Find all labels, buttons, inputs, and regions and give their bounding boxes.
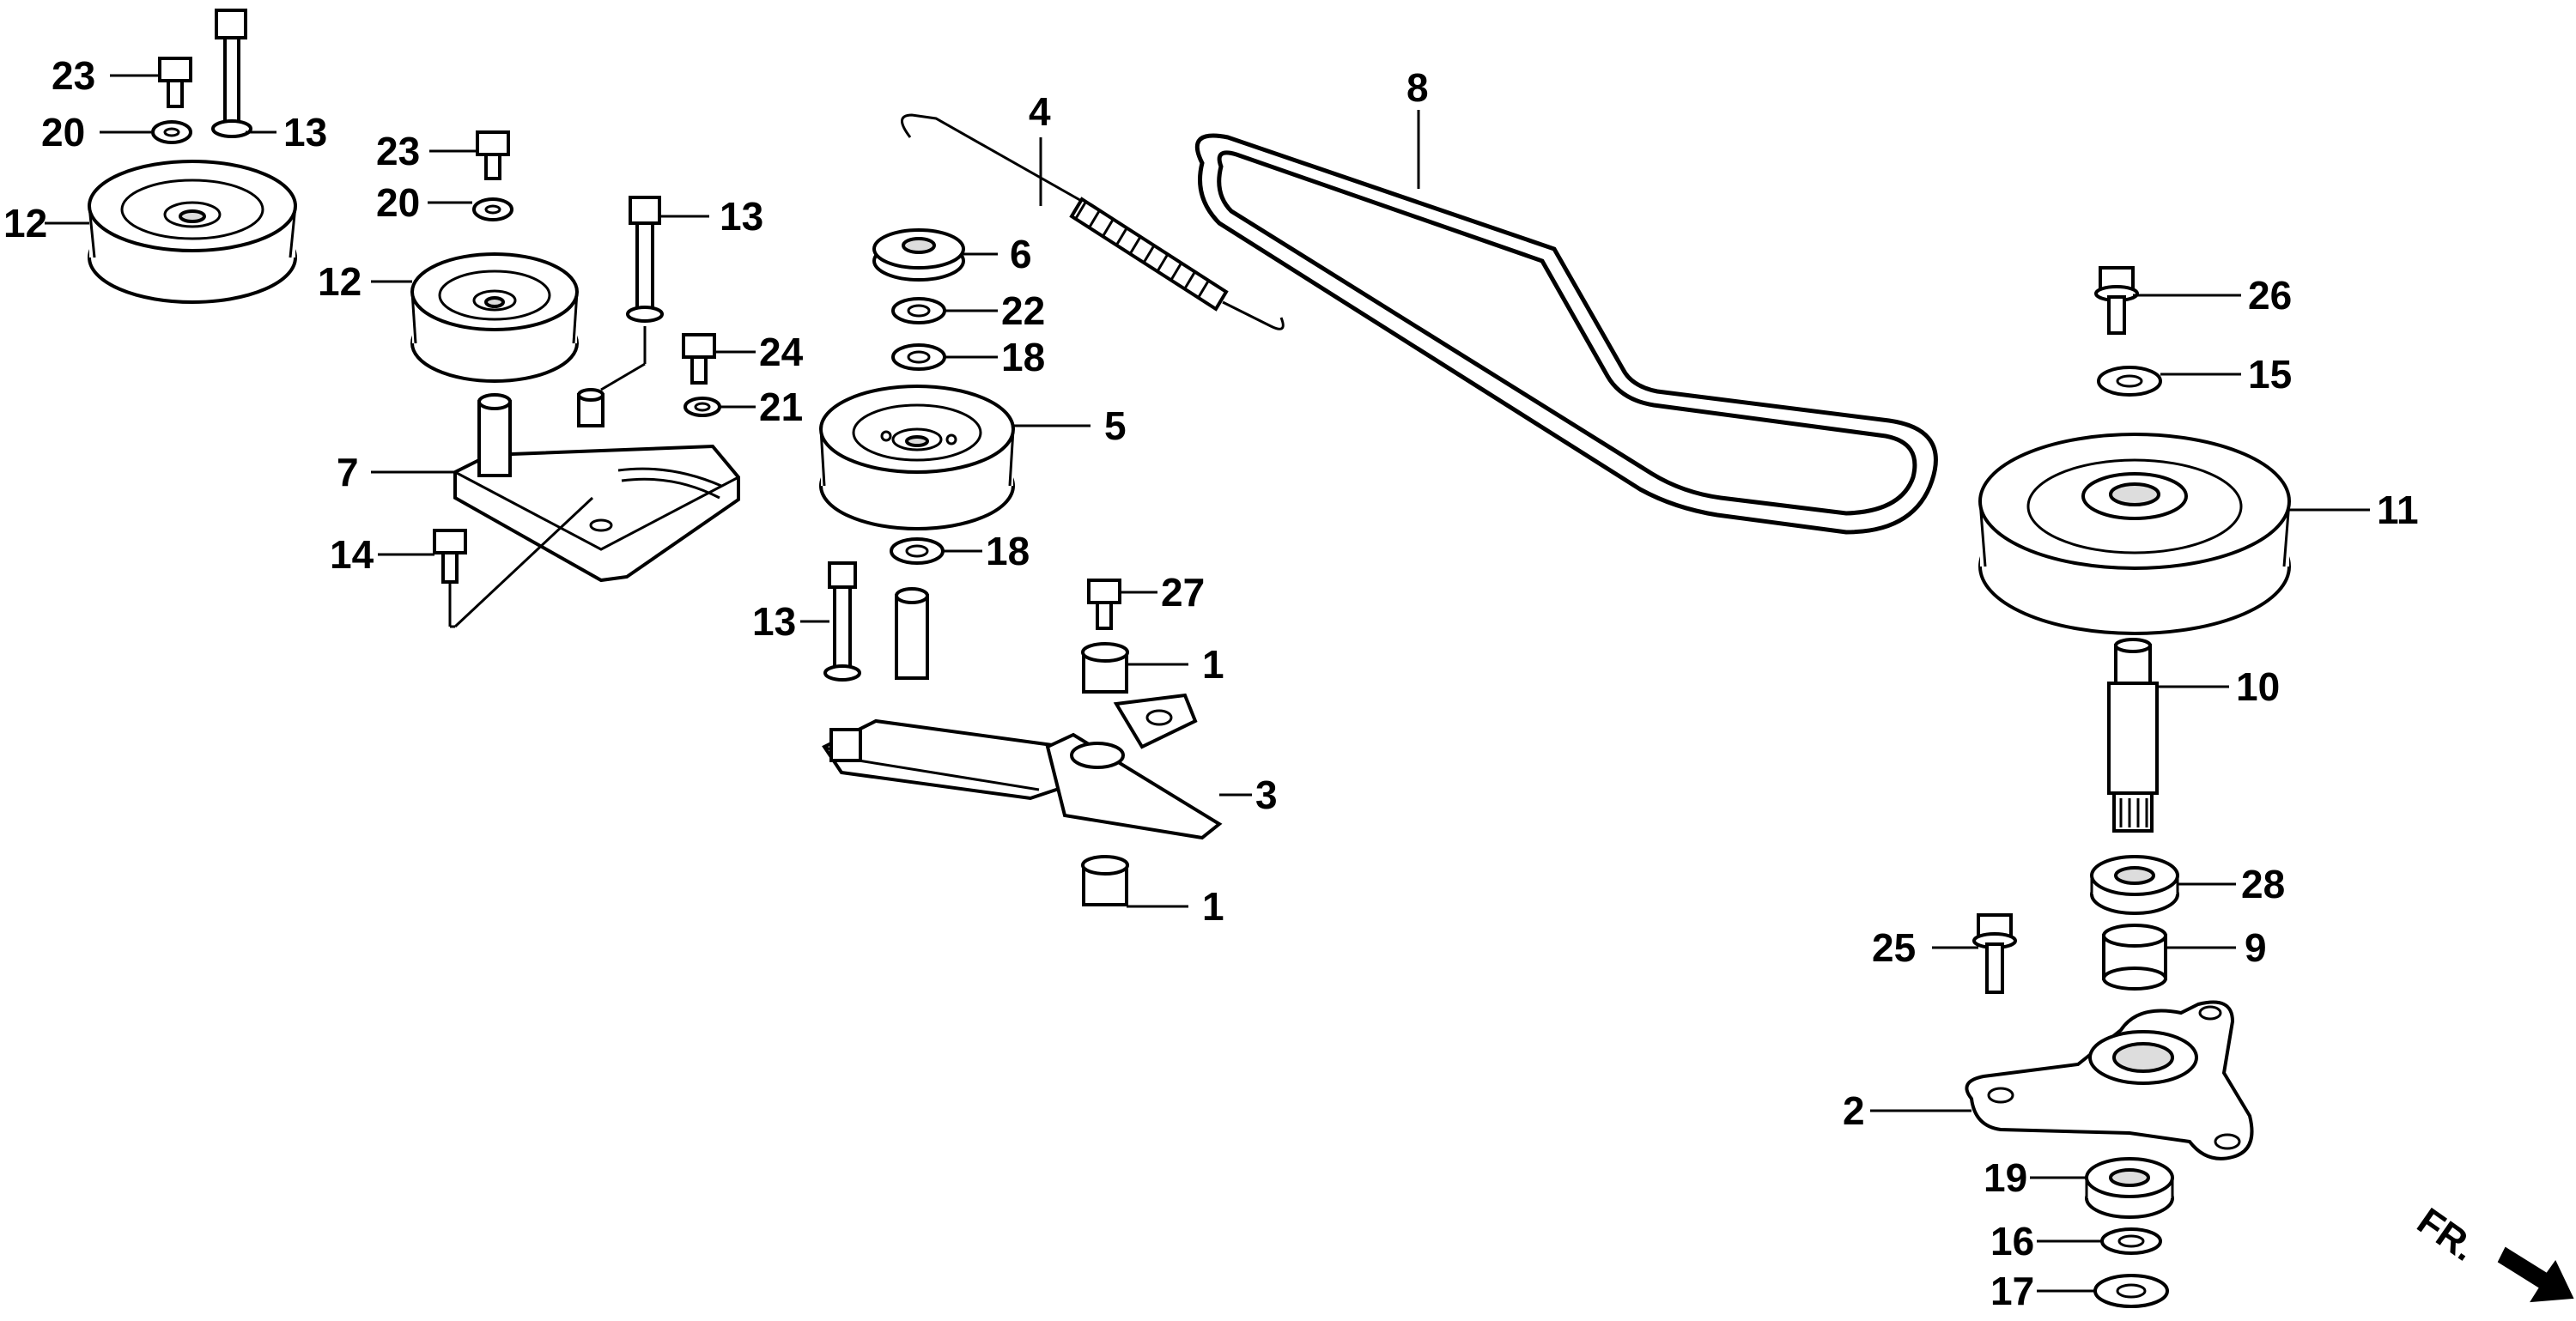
callout-5: 5 [1104, 403, 1127, 448]
washer-18-upper [891, 343, 946, 371]
washer-20-top-left [151, 120, 192, 144]
bearing-28 [2090, 855, 2179, 915]
callout-8: 8 [1406, 65, 1429, 110]
tension-pulley-5 [819, 385, 1015, 530]
bearing-19 [2085, 1157, 2174, 1219]
washer-21 [683, 397, 721, 417]
callout-24: 24 [759, 330, 804, 374]
callout-12a: 12 [3, 201, 47, 245]
bolt-14 [433, 529, 467, 628]
cap-6 [872, 228, 965, 282]
callout-1a: 1 [1202, 642, 1224, 687]
callout-25: 25 [1872, 925, 1916, 970]
bolt-27 [1087, 579, 1121, 630]
callout-26: 26 [2248, 273, 2292, 318]
callout-6: 6 [1010, 232, 1032, 276]
drive-belt-8 [1194, 133, 1938, 535]
bolt-23-top-left [158, 57, 192, 108]
callout-18a: 18 [1001, 335, 1045, 379]
bolt-25 [1972, 913, 2017, 994]
callout-13c: 13 [752, 599, 796, 644]
callout-23a: 23 [52, 53, 95, 98]
callout-13a: 13 [283, 110, 327, 155]
callout-3: 3 [1255, 773, 1278, 817]
callout-14: 14 [330, 532, 374, 577]
washer-17 [2093, 1274, 2169, 1308]
bolt-13-top-left [211, 9, 252, 138]
idler-pulley-12-mid [410, 252, 579, 383]
tension-arm-3 [822, 587, 1223, 840]
bolt-23-mid [476, 130, 510, 180]
callout-9: 9 [2245, 925, 2267, 970]
spacer-9 [2102, 924, 2167, 991]
bolt-13-mid [600, 196, 664, 391]
callout-20a: 20 [41, 110, 85, 155]
callout-1b: 1 [1202, 884, 1224, 929]
callout-17: 17 [1990, 1269, 2034, 1313]
washer-20-mid [472, 197, 513, 221]
callout-21: 21 [759, 385, 803, 429]
front-arrow-icon [2497, 1246, 2574, 1303]
washer-16 [2100, 1227, 2162, 1255]
callout-7: 7 [337, 450, 359, 494]
spindle-shaft-10 [2107, 638, 2159, 833]
callout-13b: 13 [720, 194, 763, 239]
bolt-26 [2094, 266, 2139, 335]
washer-15 [2097, 366, 2162, 397]
washer-18-lower [890, 537, 945, 565]
callout-22: 22 [1001, 288, 1045, 333]
spindle-pulley-11 [1978, 433, 2291, 635]
bolt-24 [682, 333, 716, 385]
callout-20b: 20 [376, 180, 420, 225]
callout-2: 2 [1843, 1088, 1865, 1133]
front-direction-label: FR. [2409, 1200, 2483, 1269]
spindle-housing-2 [1965, 1000, 2254, 1160]
idler-bracket-7 [453, 388, 740, 628]
tension-spring-4 [901, 113, 1285, 330]
callout-12b: 12 [318, 259, 361, 304]
callout-28: 28 [2241, 862, 2285, 906]
callout-19: 19 [1984, 1155, 2027, 1200]
callout-16: 16 [1990, 1219, 2034, 1263]
bushing-1-lower [1081, 855, 1129, 906]
callout-labels: 23 20 13 12 23 20 13 12 24 21 7 14 4 8 6… [3, 53, 2419, 1313]
callout-4: 4 [1029, 89, 1051, 134]
callout-15: 15 [2248, 352, 2292, 397]
leader-lines [45, 74, 2370, 1293]
front-direction-marker: FR. [2409, 1200, 2574, 1303]
callout-23b: 23 [376, 129, 420, 173]
bolt-13-arm [823, 561, 861, 682]
callout-10: 10 [2236, 664, 2280, 709]
callout-11: 11 [2377, 488, 2419, 532]
retainer-22 [891, 297, 946, 324]
callout-18b: 18 [986, 529, 1030, 573]
callout-27: 27 [1161, 570, 1205, 615]
idler-pulley-12-top-left [88, 160, 297, 304]
bushing-1-upper [1081, 642, 1129, 694]
